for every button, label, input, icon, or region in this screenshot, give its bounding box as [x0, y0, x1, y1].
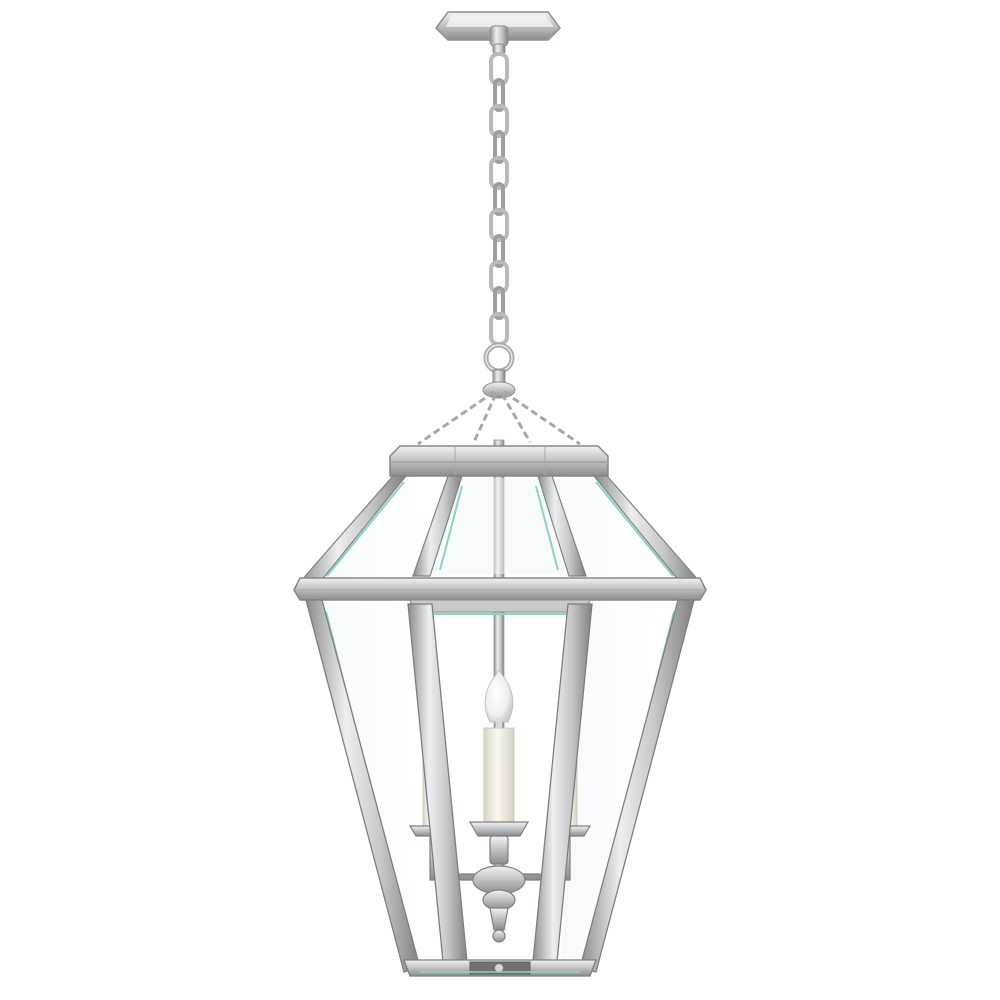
top-cap: [389, 445, 609, 477]
hanging-chain: [489, 52, 509, 346]
roof-glass-panels: [312, 478, 688, 582]
suspension-ring: [482, 342, 516, 399]
roof-frame: [298, 475, 702, 583]
candle-center: [483, 669, 515, 831]
ceiling-canopy: [435, 11, 561, 55]
bottom-base: [403, 959, 597, 977]
support-chains: [417, 390, 581, 446]
middle-band: [293, 577, 707, 613]
lower-frame: [305, 599, 695, 973]
